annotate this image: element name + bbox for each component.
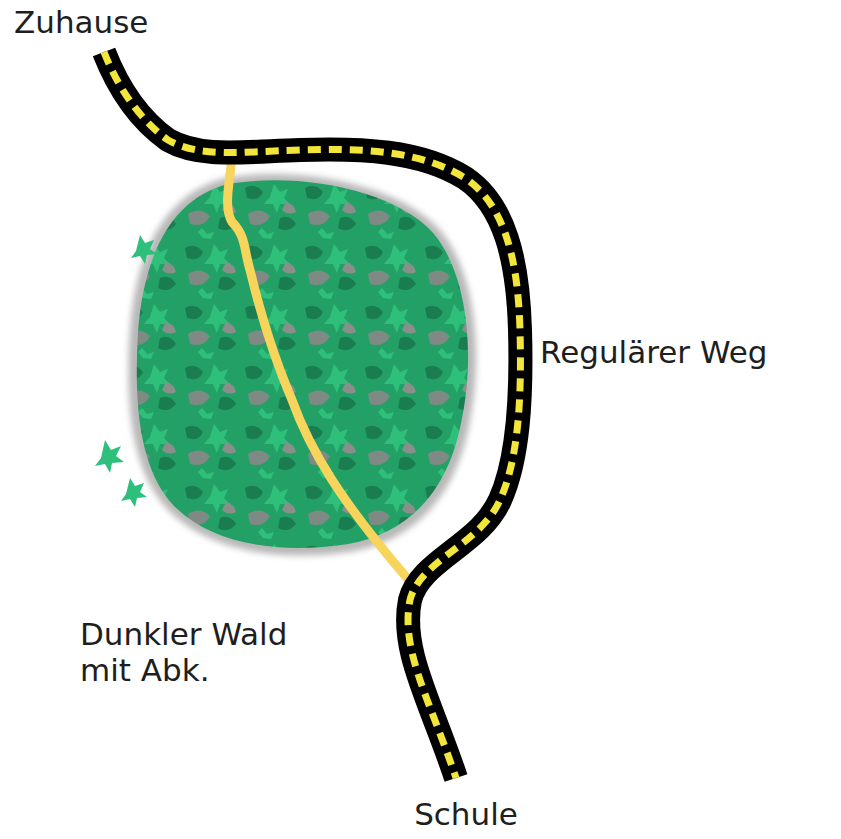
place-label: Schule xyxy=(396,796,536,832)
forest-tree xyxy=(121,478,147,507)
route-label: Regulärer Weg xyxy=(540,334,830,370)
forest xyxy=(137,180,468,548)
forest-tree xyxy=(131,235,157,264)
forest-shadow xyxy=(128,174,476,555)
place-label: Zuhause xyxy=(14,4,214,40)
forest-label: Dunkler Wald mit Abk. xyxy=(80,616,295,688)
shortcut-path xyxy=(228,150,407,578)
forest-tree xyxy=(95,440,124,473)
